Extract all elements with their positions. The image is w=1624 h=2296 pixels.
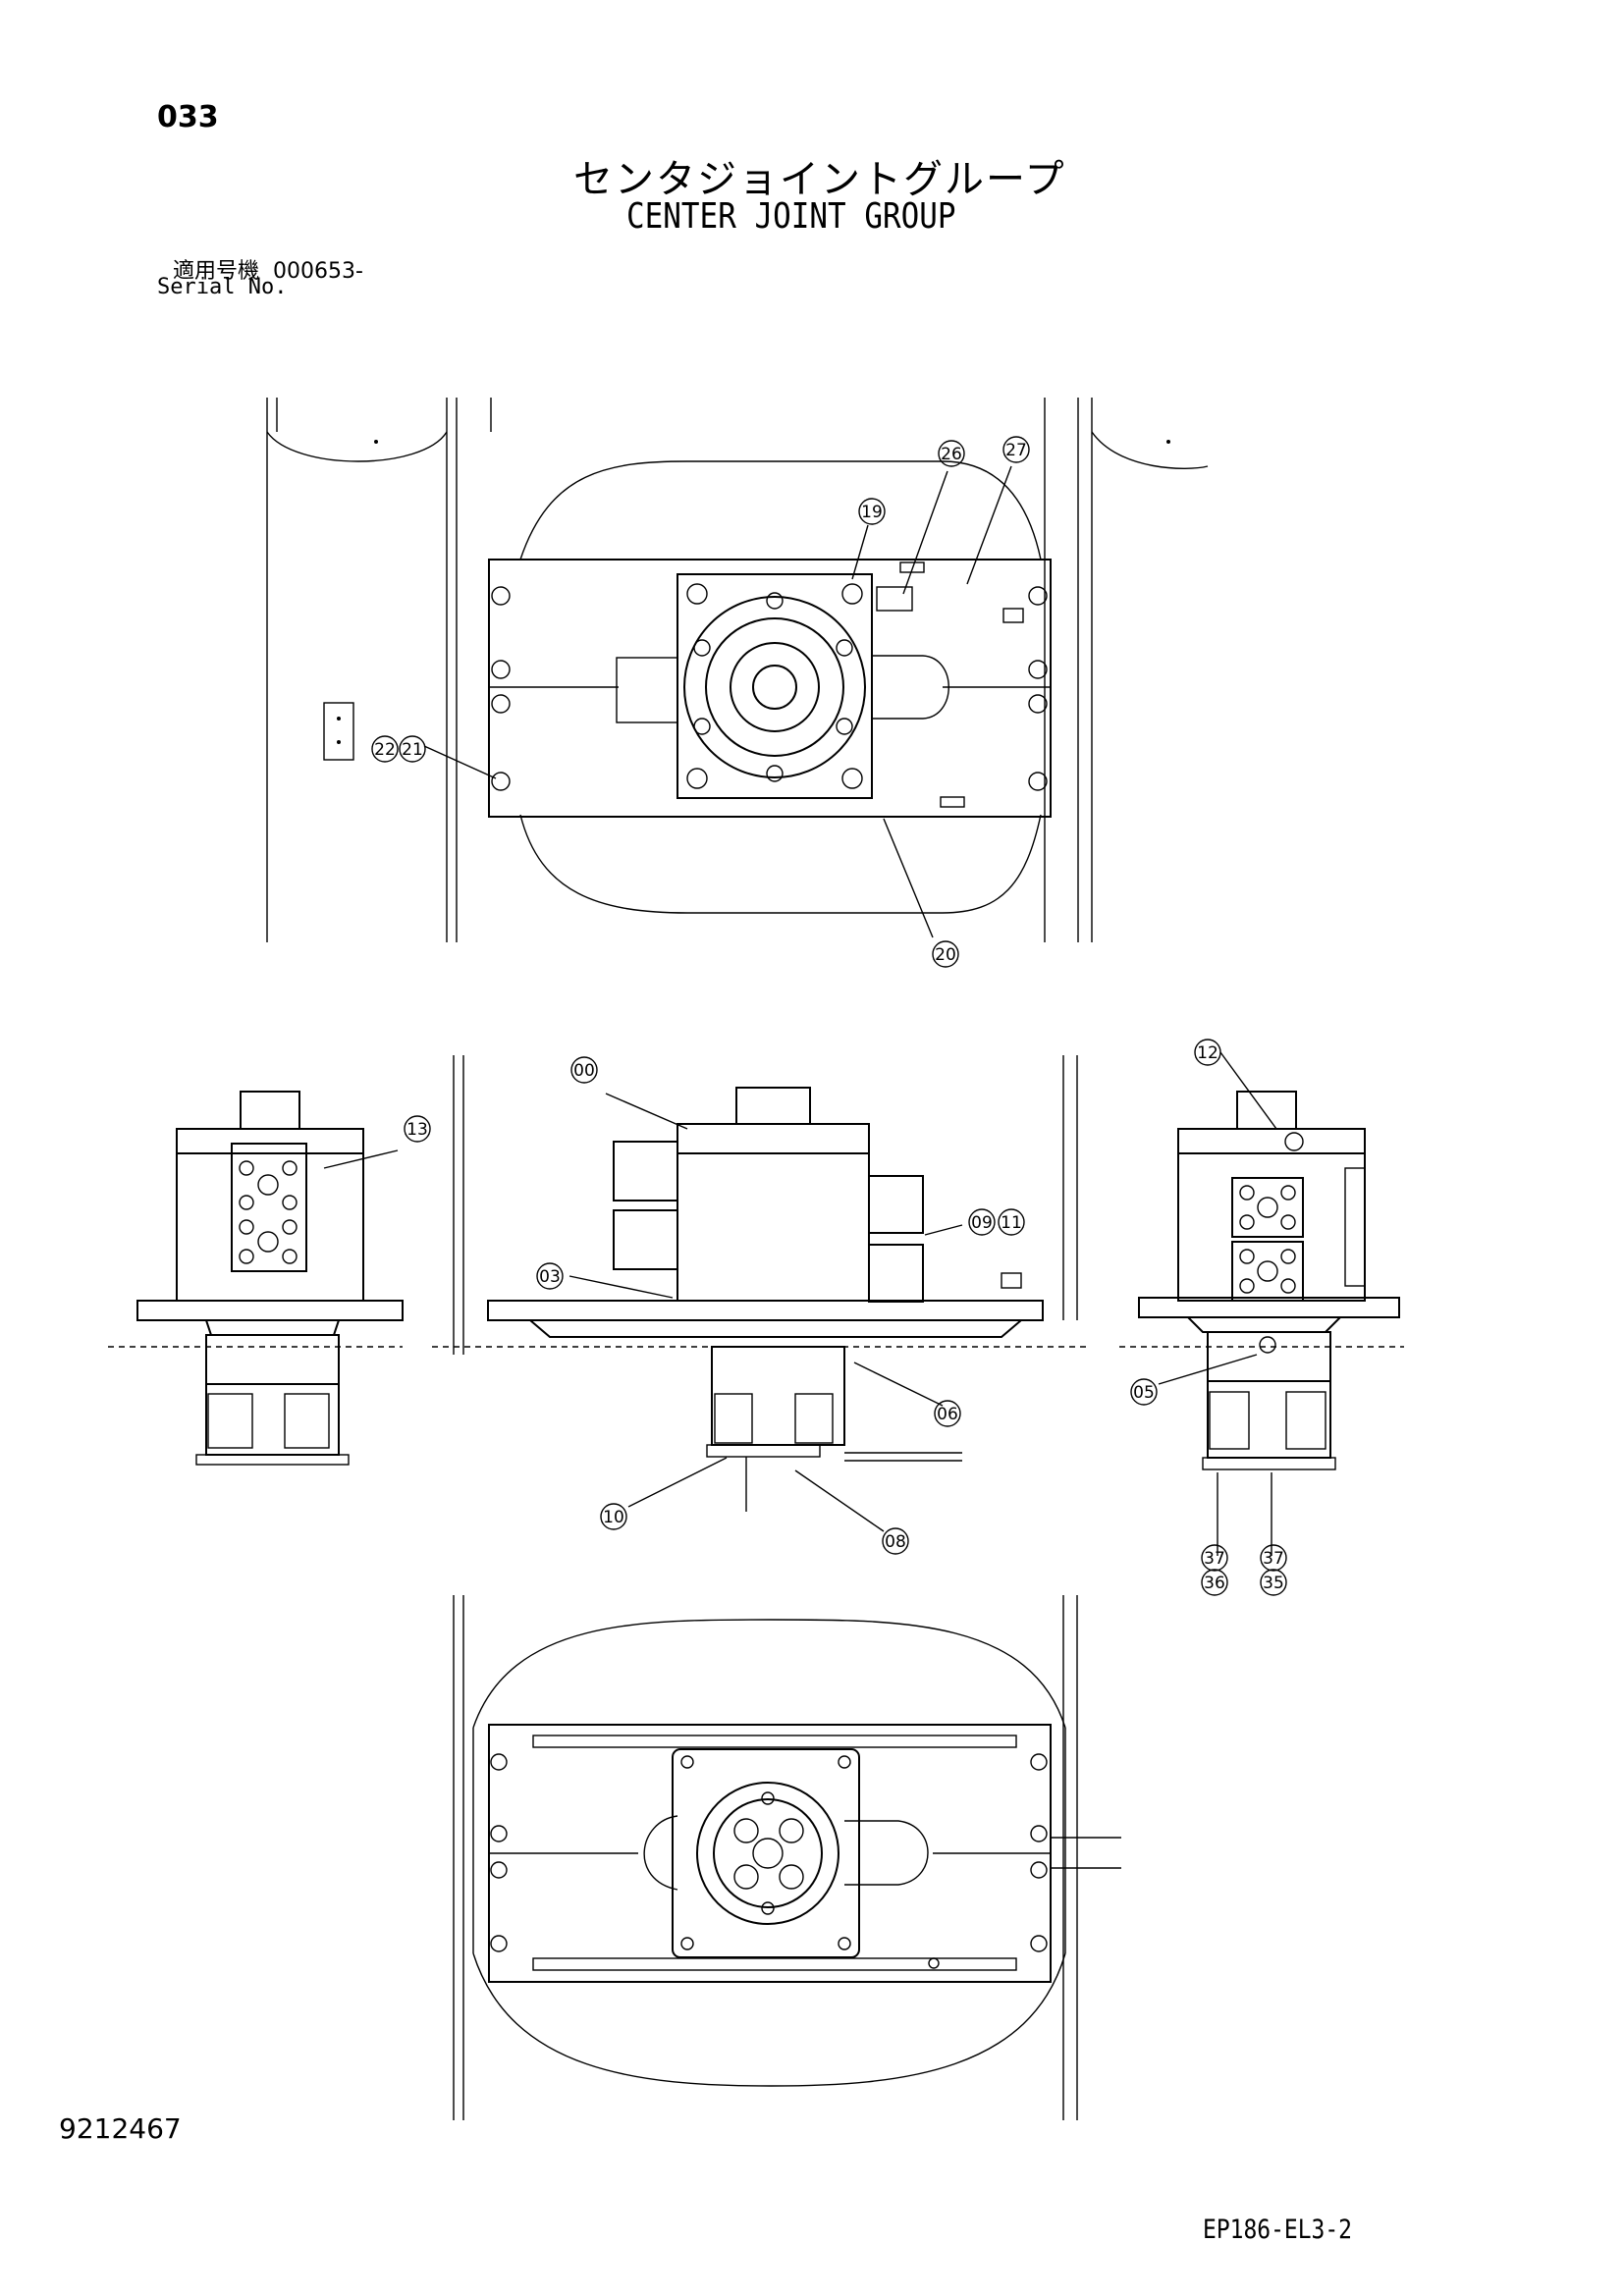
callout-09-label: 09 xyxy=(971,1213,993,1233)
callout-00: 00 xyxy=(570,1056,598,1084)
callout-09: 09 xyxy=(968,1208,996,1236)
callout-37-right: 37 xyxy=(1260,1544,1287,1572)
callout-10-label: 10 xyxy=(603,1508,624,1527)
top-view xyxy=(266,398,1209,942)
callout-26-label: 26 xyxy=(941,445,962,464)
callout-11: 11 xyxy=(998,1208,1025,1236)
page-title-english: CENTER JOINT GROUP xyxy=(626,196,956,237)
side-views xyxy=(108,1051,1404,1556)
callout-37-right-label: 37 xyxy=(1263,1549,1284,1569)
callout-19: 19 xyxy=(858,498,886,525)
callout-36: 36 xyxy=(1201,1569,1228,1596)
bottom-view xyxy=(453,1595,1121,2120)
callout-35: 35 xyxy=(1260,1569,1287,1596)
callout-36-label: 36 xyxy=(1204,1574,1225,1593)
callout-22: 22 xyxy=(371,735,399,763)
serial-label-english: Serial No. xyxy=(157,275,288,299)
page-number: 033 xyxy=(157,100,219,134)
callouts-side: 00 13 12 03 09 11 06 05 10 08 36 37 35 3… xyxy=(404,1039,1287,1596)
callout-12: 12 xyxy=(1194,1039,1221,1066)
callout-11-label: 11 xyxy=(1001,1213,1022,1233)
callout-26: 26 xyxy=(938,440,965,467)
callout-12-label: 12 xyxy=(1197,1043,1218,1063)
callout-10: 10 xyxy=(600,1503,627,1530)
callout-00-label: 00 xyxy=(573,1061,595,1081)
callout-37-left-label: 37 xyxy=(1204,1549,1225,1569)
document-number: 9212467 xyxy=(59,2112,182,2145)
serial-value: 000653- xyxy=(273,259,363,284)
callout-20-label: 20 xyxy=(935,945,956,965)
callout-05: 05 xyxy=(1130,1378,1158,1406)
callout-37-left: 37 xyxy=(1201,1544,1228,1572)
callout-27: 27 xyxy=(1002,436,1030,463)
serial-label-jp-text: 適用号機 xyxy=(173,259,260,284)
callout-06: 06 xyxy=(934,1400,961,1427)
callout-21-label: 21 xyxy=(402,740,423,760)
callout-19-label: 19 xyxy=(861,503,883,522)
callout-03-label: 03 xyxy=(539,1267,561,1287)
sheet-code: EP186-EL3-2 xyxy=(1203,2215,1352,2245)
callout-08: 08 xyxy=(882,1527,909,1555)
callout-35-label: 35 xyxy=(1263,1574,1284,1593)
callout-21: 21 xyxy=(399,735,426,763)
callout-13: 13 xyxy=(404,1115,431,1143)
callout-05-label: 05 xyxy=(1133,1383,1155,1403)
callout-20: 20 xyxy=(932,940,959,968)
page-title-japanese: センタジョイントグループ xyxy=(573,157,1066,202)
callout-06-label: 06 xyxy=(937,1405,958,1424)
callout-22-label: 22 xyxy=(374,740,396,760)
serial-label-japanese: 適用号機 000653- xyxy=(173,253,363,285)
callouts-top: 19 26 27 22 21 20 xyxy=(371,436,1030,968)
callout-03: 03 xyxy=(536,1262,564,1290)
callout-27-label: 27 xyxy=(1005,441,1027,460)
callout-13-label: 13 xyxy=(406,1120,428,1140)
callout-08-label: 08 xyxy=(885,1532,906,1552)
